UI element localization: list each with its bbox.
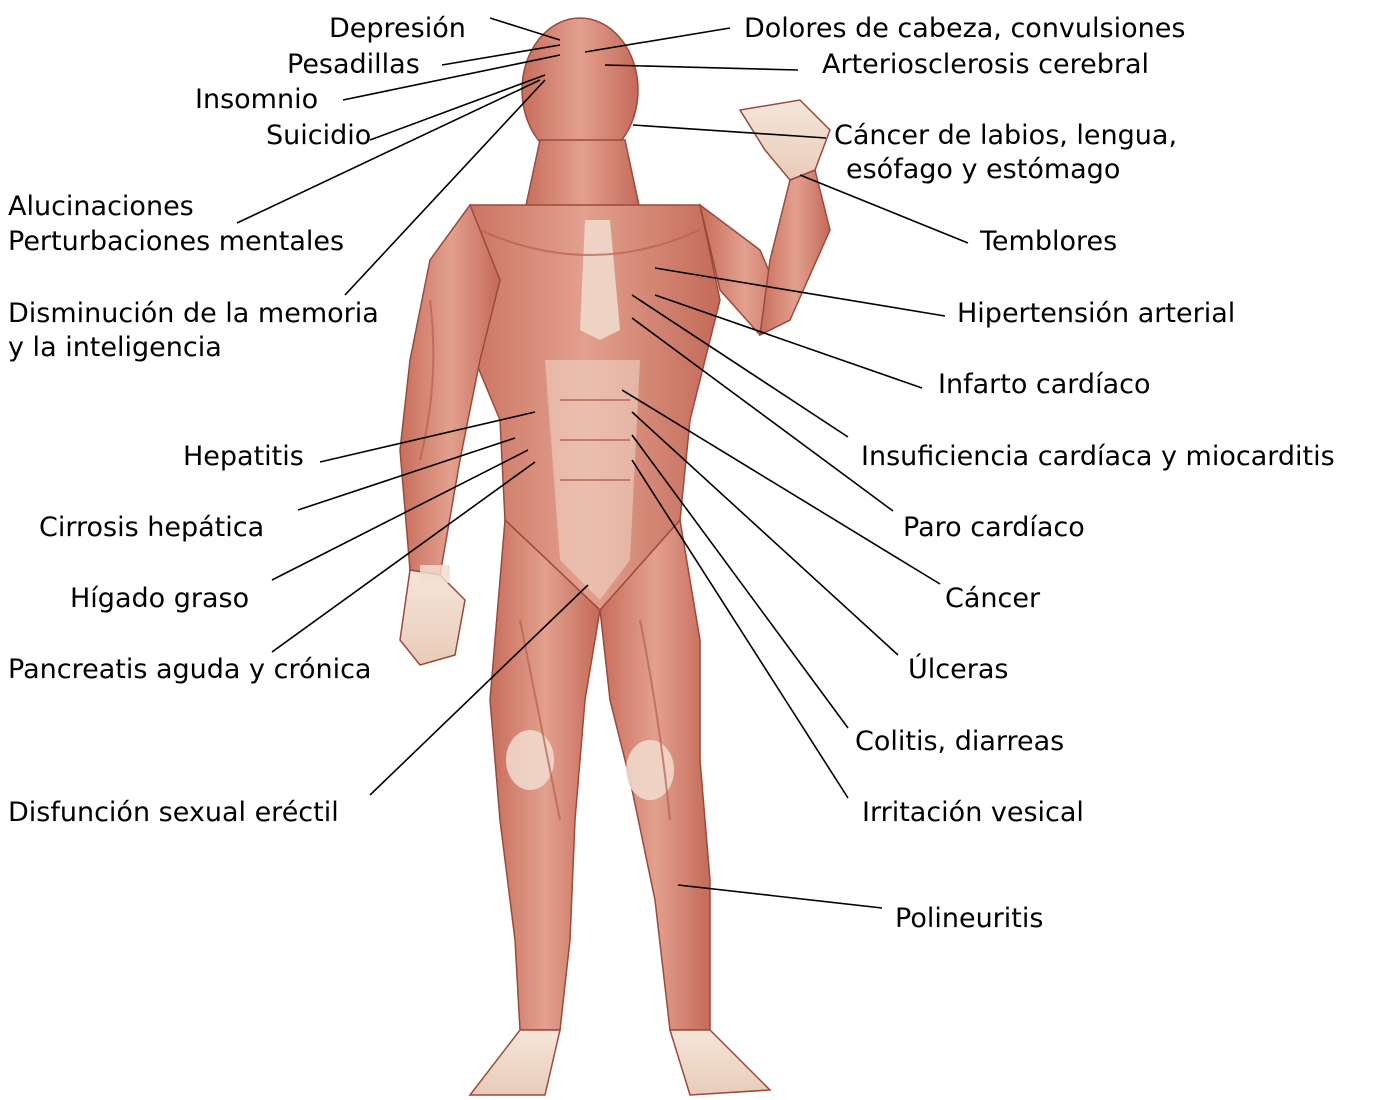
label-temblores: Temblores <box>980 225 1117 259</box>
label-dolores-cabeza: Dolores de cabeza, convulsiones <box>744 12 1185 46</box>
label-higado-graso: Hígado graso <box>70 582 249 616</box>
foot-right <box>670 1030 770 1095</box>
label-insomnio: Insomnio <box>195 83 318 117</box>
neck <box>525 140 640 210</box>
label-hipertension: Hipertensión arterial <box>957 297 1235 331</box>
label-depresion: Depresión <box>329 12 466 46</box>
label-disfuncion-sexual: Disfunción sexual eréctil <box>8 796 339 830</box>
label-infarto: Infarto cardíaco <box>938 368 1150 402</box>
label-cirrosis-hepatica: Cirrosis hepática <box>39 511 264 545</box>
label-alucinaciones: Alucinaciones <box>8 190 194 224</box>
label-polineuritis: Polineuritis <box>895 902 1043 936</box>
hand-right <box>740 100 830 180</box>
label-cancer-labios: Cáncer de labios, lengua, esófago y estó… <box>834 119 1177 187</box>
label-arteriosclerosis: Arteriosclerosis cerebral <box>822 48 1149 82</box>
label-ulceras: Úlceras <box>908 653 1008 687</box>
label-cancer-labios-line-2: esófago y estómago <box>834 153 1177 187</box>
label-hepatitis: Hepatitis <box>183 440 304 474</box>
label-perturbaciones-mentales: Perturbaciones mentales <box>8 225 344 259</box>
label-disminucion-memoria: Disminución de la memoria y la inteligen… <box>8 297 379 365</box>
label-cancer: Cáncer <box>945 582 1040 616</box>
foot-left <box>470 1030 560 1095</box>
label-memoria-line-1: Disminución de la memoria <box>8 297 379 331</box>
arm-left <box>400 205 500 575</box>
label-pesadillas: Pesadillas <box>287 48 420 82</box>
hand-left <box>400 570 465 665</box>
label-suicidio: Suicidio <box>266 119 371 153</box>
label-memoria-line-2: y la inteligencia <box>8 331 379 365</box>
label-pancreatis: Pancreatis aguda y crónica <box>8 653 371 687</box>
label-cancer-labios-line-1: Cáncer de labios, lengua, <box>834 119 1177 153</box>
arm-right-forearm <box>760 170 830 335</box>
label-colitis: Colitis, diarreas <box>855 725 1064 759</box>
label-paro-cardiaco: Paro cardíaco <box>903 511 1085 545</box>
label-irritacion-vesical: Irritación vesical <box>862 796 1084 830</box>
label-insuficiencia: Insuficiencia cardíaca y miocarditis <box>861 440 1335 474</box>
